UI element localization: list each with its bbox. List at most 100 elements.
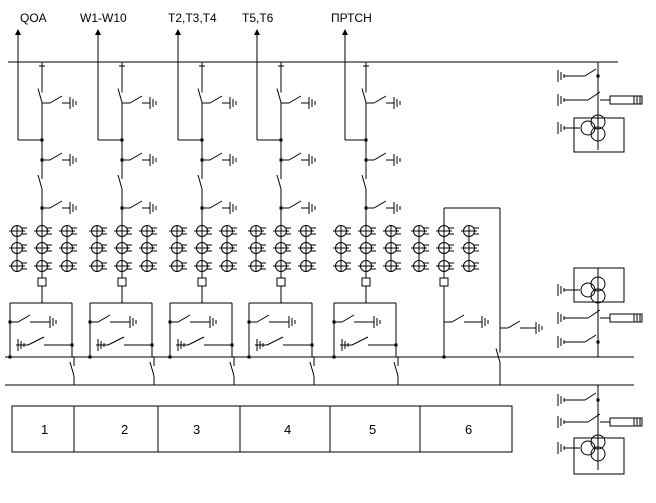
- junction-dot: [8, 320, 12, 324]
- junction-dot: [8, 355, 12, 359]
- feeder-label-w1-w10: W1-W10: [80, 11, 127, 25]
- cell-label-6: 6: [465, 422, 472, 437]
- disconnector-blade: [276, 88, 282, 103]
- disconnector: [393, 357, 399, 385]
- earthing-switch: [90, 314, 137, 328]
- earthing-blade: [209, 200, 223, 209]
- current-transformer-icon: [89, 225, 107, 237]
- ground-symbol: [49, 316, 57, 328]
- earthing-switch: [202, 95, 237, 109]
- disconnector-blade: [309, 361, 315, 377]
- feeder-label-prtsn: ПРТСН: [331, 11, 372, 25]
- current-transformer-icon: [248, 225, 266, 237]
- junction-dot: [150, 343, 154, 347]
- disconnector-blade: [197, 174, 203, 190]
- earthing-switch: [42, 152, 77, 166]
- earthing-switch: [249, 314, 296, 328]
- earthing-blade: [584, 392, 597, 401]
- earthing-switch: [281, 152, 316, 166]
- junction-dot: [596, 74, 600, 78]
- disconnector: [276, 160, 282, 208]
- earthing-switch: [366, 95, 401, 109]
- ground-symbol: [256, 339, 264, 351]
- current-transformer-icon: [219, 225, 237, 237]
- current-transformer-icon: [139, 260, 157, 272]
- ground-symbol: [149, 97, 157, 109]
- earthing-blade: [288, 152, 302, 161]
- current-transformer-icon: [139, 242, 157, 254]
- current-transformer-icon: [9, 260, 27, 272]
- vt-frame: [573, 117, 625, 153]
- earthing-blade: [373, 200, 387, 209]
- ground-symbol: [308, 97, 316, 109]
- junction-dot: [364, 138, 368, 142]
- ground-symbol: [393, 154, 401, 166]
- vt-unit-bottom: [557, 385, 643, 475]
- current-transformer-icon: [273, 242, 291, 254]
- ground-symbol: [557, 94, 565, 106]
- earthing-switch: [170, 314, 217, 328]
- earthing-switch: [202, 200, 237, 214]
- junction-dot: [200, 138, 204, 142]
- breaker-box: [197, 277, 207, 287]
- current-transformer-icon: [298, 242, 316, 254]
- current-transformer-icon: [114, 225, 132, 237]
- current-transformer-icon: [436, 260, 454, 272]
- current-transformer-icon: [34, 242, 52, 254]
- current-transformer-icon: [248, 260, 266, 272]
- disconnector: [117, 75, 123, 120]
- ground-symbol: [481, 316, 489, 328]
- ground-symbol: [308, 154, 316, 166]
- ground-symbol: [557, 336, 565, 348]
- vt-unit-top: [557, 62, 643, 153]
- ground-symbol: [209, 316, 217, 328]
- current-transformer-icon: [436, 225, 454, 237]
- current-transformer-icon: [59, 242, 77, 254]
- ground-symbol: [557, 442, 565, 454]
- earthing-blade: [584, 334, 597, 343]
- current-transformer-icon: [34, 225, 52, 237]
- earthing-switch: [10, 314, 57, 328]
- vt-winding: [580, 440, 596, 456]
- disconnector: [229, 357, 235, 385]
- earthing-switch: [122, 152, 157, 166]
- junction-dot: [279, 138, 283, 142]
- ground-symbol: [97, 339, 105, 351]
- ground-symbol: [69, 97, 77, 109]
- disconnector-blade: [361, 174, 367, 190]
- earthing-switch: [444, 314, 489, 328]
- earthing-blade: [288, 95, 302, 104]
- earthing-blade: [584, 68, 597, 77]
- disconnector-blade: [361, 88, 367, 103]
- cell-label-3: 3: [193, 422, 200, 437]
- earthing-switch: [281, 95, 316, 109]
- current-transformer-icon: [358, 225, 376, 237]
- current-transformer-icon: [273, 260, 291, 272]
- earthing-switch: [202, 152, 237, 166]
- vt-winding: [590, 126, 606, 142]
- disconnector-blade: [197, 88, 203, 103]
- disconnector-blade: [69, 361, 75, 377]
- cell-label-2: 2: [121, 422, 128, 437]
- current-transformer-icon: [169, 225, 187, 237]
- breaker-box: [439, 277, 449, 287]
- junction-dot: [168, 320, 172, 324]
- disconnector-blade: [117, 88, 123, 103]
- cell-label-5: 5: [369, 422, 376, 437]
- junction-dot: [332, 355, 336, 359]
- current-transformer-icon: [169, 242, 187, 254]
- current-transformer-icon: [383, 260, 401, 272]
- earthing-blade: [451, 314, 465, 323]
- junction-dot: [88, 320, 92, 324]
- disconnector-blade: [37, 88, 43, 103]
- current-transformer-icon: [169, 260, 187, 272]
- junction-dot: [120, 138, 124, 142]
- selector-blade: [351, 336, 369, 346]
- current-transformer-icon: [34, 260, 52, 272]
- feeder-bay-3: [168, 29, 237, 385]
- junction-dot: [40, 138, 44, 142]
- ground-symbol: [69, 202, 77, 214]
- vt-frame: [573, 267, 625, 303]
- disconnector: [361, 75, 367, 120]
- breaker-box: [37, 277, 47, 287]
